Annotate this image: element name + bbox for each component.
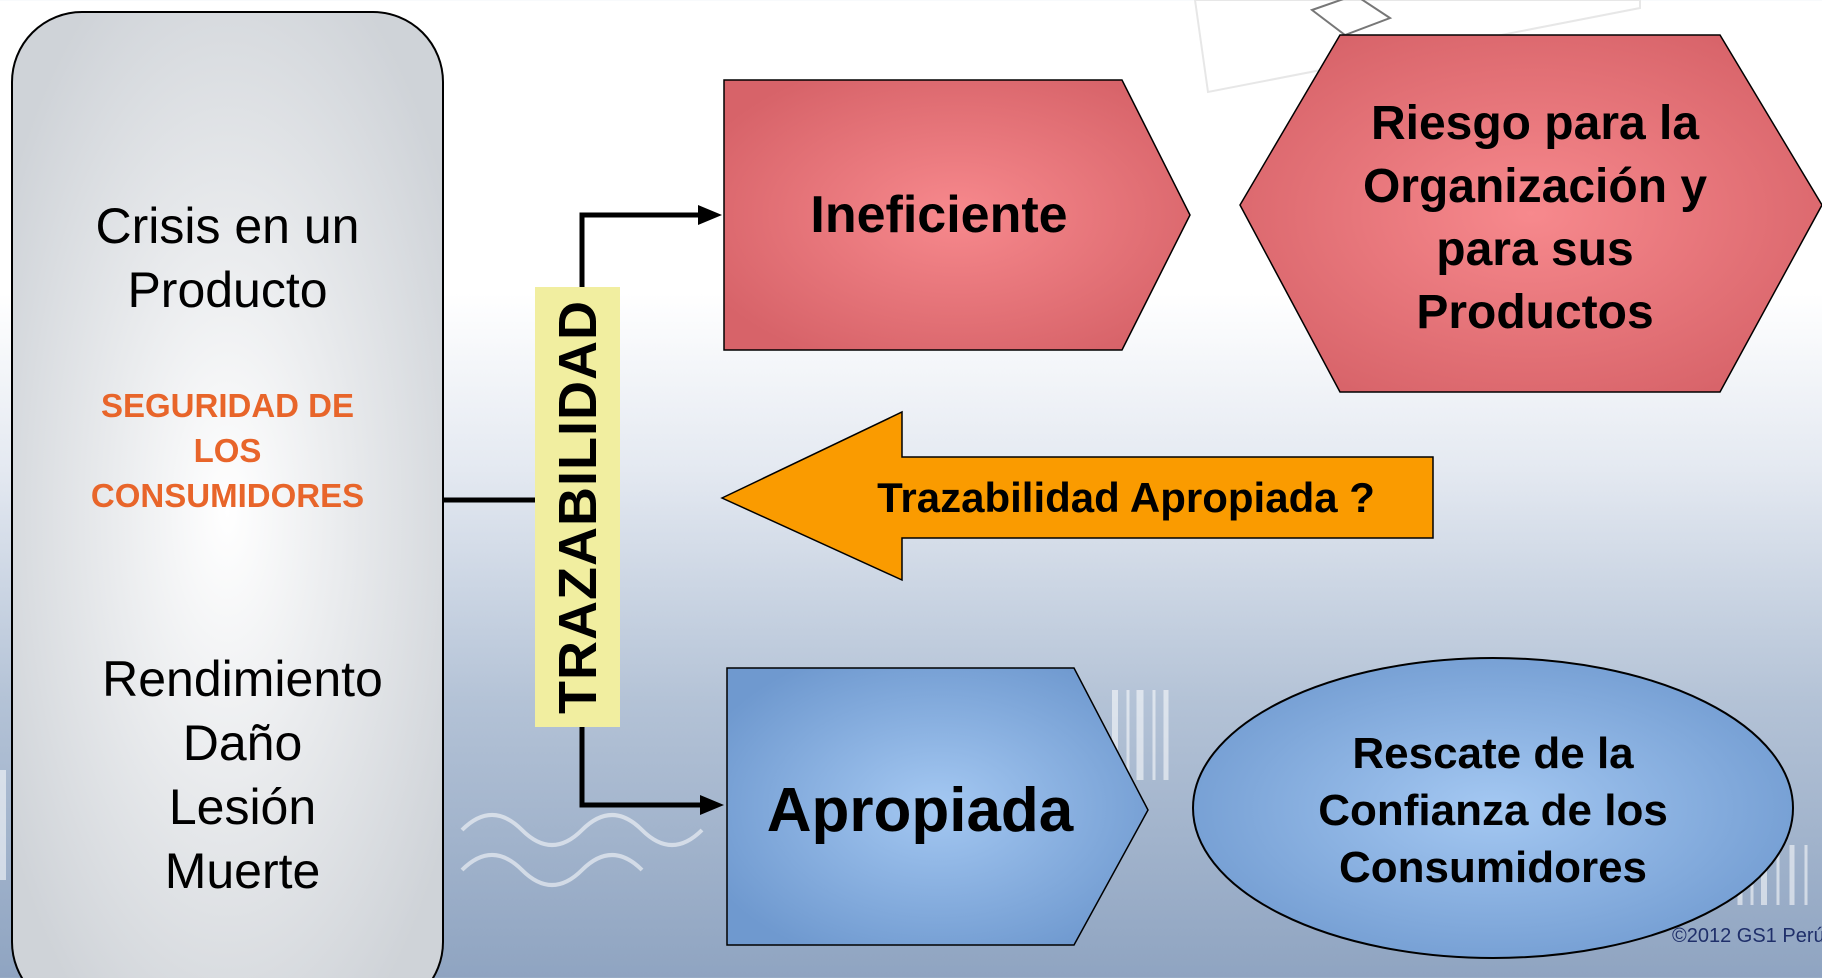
connector-up-arrow (579, 212, 700, 287)
ineficiente-box: Ineficiente (724, 150, 1154, 280)
crisis-text: Crisis en un Producto (40, 193, 415, 323)
riesgo-shape (1239, 34, 1822, 393)
riesgo-line: para sus (1436, 223, 1634, 276)
trazabilidad-text: TRAZABILIDAD (547, 300, 608, 714)
trazabilidad-label: TRAZABILIDAD (535, 287, 620, 727)
apropiada-box: Apropiada (735, 760, 1105, 860)
arrowhead-apropiada (700, 795, 724, 815)
crisis-line-2: Producto (127, 262, 328, 318)
connector-down-arrow (579, 727, 702, 808)
impact-item: Daño (182, 715, 303, 771)
crisis-line-1: Crisis en un (95, 198, 360, 254)
ineficiente-label: Ineficiente (810, 186, 1068, 244)
rescate-line: Confianza de los (1318, 785, 1668, 835)
question-arrow-box: Trazabilidad Apropiada ? (820, 467, 1432, 529)
corner-diamond-icon (1309, 0, 1393, 37)
question-arrow-shape (720, 410, 1434, 582)
question-arrow-label: Trazabilidad Apropiada ? (877, 474, 1375, 521)
safety-line-2: LOS (193, 432, 262, 469)
ineficiente-shape (723, 79, 1191, 351)
rescate-shape (1192, 657, 1794, 959)
apropiada-shape (726, 667, 1149, 946)
riesgo-box: Riesgo para la Organización y para sus P… (1290, 88, 1780, 348)
rescate-line: Rescate de la (1352, 728, 1634, 778)
impact-item: Muerte (164, 843, 321, 899)
riesgo-line: Riesgo para la (1370, 97, 1700, 150)
impact-item: Lesión (168, 779, 317, 835)
impacts-list: Rendimiento Daño Lesión Muerte (55, 645, 430, 905)
safety-line-1: SEGURIDAD DE (100, 387, 355, 424)
rescate-line: Consumidores (1338, 842, 1648, 892)
copyright-text: ©2012 GS1 Perú (1672, 925, 1822, 947)
safety-line-3: CONSUMIDORES (90, 477, 365, 514)
arrowhead-ineficiente (698, 205, 722, 225)
apropiada-label: Apropiada (766, 775, 1074, 845)
barcode-watermark (0, 690, 1808, 905)
riesgo-line: Organización y (1362, 160, 1708, 213)
impact-item: Rendimiento (102, 651, 383, 707)
riesgo-line: Productos (1416, 286, 1654, 339)
rescate-box: Rescate de la Confianza de los Consumido… (1250, 720, 1736, 900)
crisis-panel-shape (11, 11, 444, 978)
consumer-safety-text: SEGURIDAD DE LOS CONSUMIDORES (40, 383, 415, 518)
